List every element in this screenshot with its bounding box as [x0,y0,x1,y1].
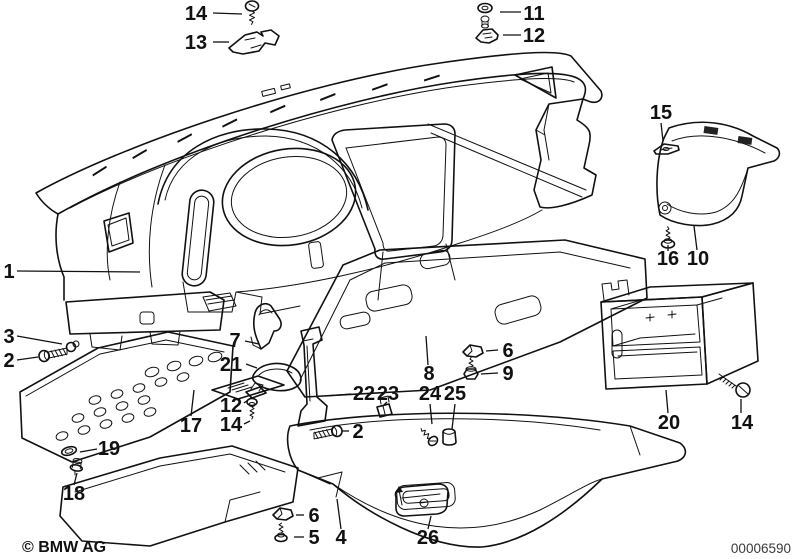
leader-line-22 [324,393,352,397]
cluster-hood [157,128,369,211]
leader-line-15 [660,122,664,142]
leader-line-24 [429,403,433,425]
washer-3-icon [65,340,80,353]
screw-9-icon [463,356,479,380]
clip-15-icon [653,143,680,155]
bolt-2-mid-icon [313,424,343,440]
dashboard-panel-drawing [35,51,603,351]
cover-26-drawing [394,483,449,517]
leader-line-3-left [16,335,63,345]
leader-line-8 [425,335,429,366]
part-callout-12-mid[interactable]: 12 [220,395,242,417]
cluster-opening-inner [230,155,348,239]
screw-14-mid-icon [246,397,258,420]
part-callout-21[interactable]: 21 [220,354,242,376]
screw-24-icon [420,428,439,447]
leader-line-2-left [16,356,39,361]
leader-line-9 [480,372,499,375]
right-end-column [533,98,597,209]
leader-line-25 [451,403,456,430]
part-callout-2-left[interactable]: 2 [3,350,14,372]
floor-panel-drawing [59,445,299,547]
clip-19-icon [60,445,78,457]
leader-line-21 [245,363,258,369]
leader-line-12-mid [243,396,253,404]
left-vent-opening [103,212,134,253]
leader-line-14-top [212,12,243,15]
screw-14-right-icon [718,373,751,398]
part-callout-13[interactable]: 13 [185,32,207,54]
part-callout-26[interactable]: 26 [417,527,439,549]
part-callout-4[interactable]: 4 [335,527,347,549]
clip-12-top-icon [475,28,499,44]
center-stack-opening [331,123,456,260]
part-callout-7[interactable]: 7 [229,330,240,352]
leader-line-10 [693,225,698,251]
part-callout-6-bottom[interactable]: 6 [308,505,319,527]
insulation-panel-drawing [19,331,234,463]
bolt-2-left-icon [38,347,68,363]
removal-arrow [398,489,403,506]
part-callout-16[interactable]: 16 [657,248,679,270]
screw-5-icon [274,522,288,543]
diagram-number: 00006590 [731,541,791,556]
part-callout-10[interactable]: 10 [687,248,709,270]
bracket-13-drawing [228,29,280,55]
leader-line-4 [336,498,342,530]
part-callout-22[interactable]: 22 [353,383,375,405]
trim-21-drawing [251,362,302,392]
part-callout-3-left[interactable]: 3 [3,326,14,348]
part-callout-23[interactable]: 23 [377,383,399,405]
cluster-opening-outer [221,147,357,247]
side-trim-panel-drawing [656,121,781,227]
leader-line-1 [16,270,141,273]
part-callout-17[interactable]: 17 [180,415,202,437]
part-callout-5[interactable]: 5 [308,527,319,549]
support-bracket-22-drawing [297,326,328,427]
part-callout-6-mid[interactable]: 6 [502,340,513,362]
part-callout-14-right[interactable]: 14 [731,412,754,434]
screw-18-icon [69,457,84,476]
part-callout-20[interactable]: 20 [658,412,680,434]
leader-line-20 [665,389,669,414]
part-callout-24[interactable]: 24 [419,383,442,405]
part-callout-14-mid[interactable]: 14 [220,414,243,436]
part-callout-19[interactable]: 19 [98,438,120,460]
leader-line-26 [427,515,432,530]
part-callout-1[interactable]: 1 [3,261,14,283]
part-callout-8[interactable]: 8 [423,363,434,385]
leader-line-17 [190,389,195,417]
screw-16-icon [660,226,676,249]
grommet-25-icon [442,428,457,446]
clip-6-mid-icon [462,344,484,358]
knee-bolster-panel-drawing [286,412,687,548]
part-callout-18[interactable]: 18 [63,483,85,505]
part-callout-15[interactable]: 15 [650,102,672,124]
part-callout-14-top[interactable]: 14 [185,3,208,25]
clip-6-bottom-icon [272,507,294,521]
under-dash-shelf-drawing [286,239,648,398]
part-callout-9[interactable]: 9 [502,363,513,385]
screw-14-top-icon [244,0,260,25]
bracket-7-drawing [250,303,282,350]
clip-23-icon [376,395,393,418]
part-callout-12-top[interactable]: 12 [523,25,545,47]
part-callout-2-mid[interactable]: 2 [352,421,363,443]
rivet-11-icon [477,2,493,29]
leader-line-19 [79,448,98,453]
leader-line-14-mid [243,420,251,425]
leader-line-18 [73,472,78,486]
leader-line-6-mid [485,349,499,352]
part-callout-11[interactable]: 11 [523,3,544,25]
leader-line-23 [382,401,388,407]
leader-line-7 [244,340,260,345]
copyright-text: © BMW AG [22,539,106,556]
plate-12-mid-drawing [211,375,285,400]
part-callout-25[interactable]: 25 [444,383,466,405]
storage-tray-drawing [600,279,759,390]
